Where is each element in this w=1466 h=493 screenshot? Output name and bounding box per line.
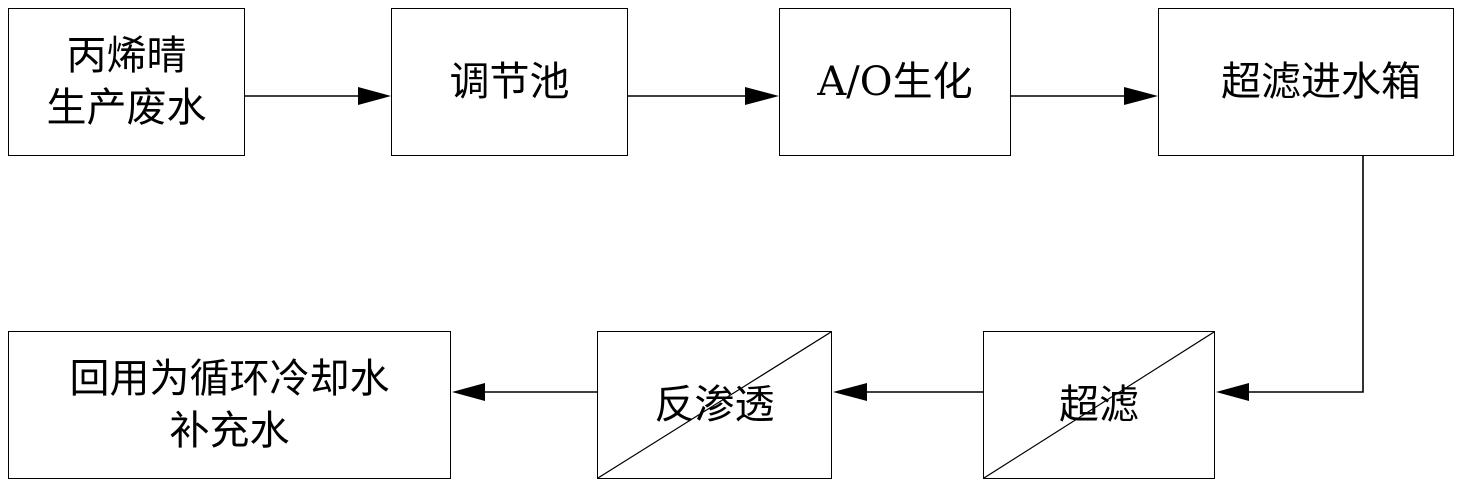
node-label-line: 反渗透 xyxy=(654,382,775,428)
arrow-b1-b2 xyxy=(245,87,391,105)
node-equalization-tank: 调节池 xyxy=(391,8,628,156)
arrow-b6-b7 xyxy=(452,383,597,401)
node-ultrafiltration: 超滤 xyxy=(983,331,1215,479)
membrane-diagonal xyxy=(984,332,1214,478)
node-uf-feed-tank: 超滤进水箱 xyxy=(1158,8,1454,156)
node-label-line: 调节池 xyxy=(449,59,570,105)
arrow-b5-b6 xyxy=(833,383,983,401)
node-wastewater-source: 丙烯晴 生产废水 xyxy=(8,8,245,156)
node-label-line: 补充水 xyxy=(169,408,290,454)
node-label-line: 回用为循环冷却水 xyxy=(69,356,390,402)
node-label-line: 生产废水 xyxy=(46,85,207,131)
node-label-line: A/O生化 xyxy=(817,59,973,105)
node-label-line: 超滤进水箱 xyxy=(1221,59,1421,105)
membrane-diagonal xyxy=(598,332,831,478)
node-label-line: 丙烯晴 xyxy=(66,33,187,79)
arrow-b4-b5 xyxy=(1216,156,1364,401)
arrow-b2-b3 xyxy=(628,87,779,105)
arrow-b3-b4 xyxy=(1011,87,1158,105)
node-reuse-cooling-water: 回用为循环冷却水 补充水 xyxy=(8,331,451,479)
node-reverse-osmosis: 反渗透 xyxy=(597,331,832,479)
node-label-line: 超滤 xyxy=(1059,382,1139,428)
node-ao-biochemical: A/O生化 xyxy=(779,8,1011,156)
